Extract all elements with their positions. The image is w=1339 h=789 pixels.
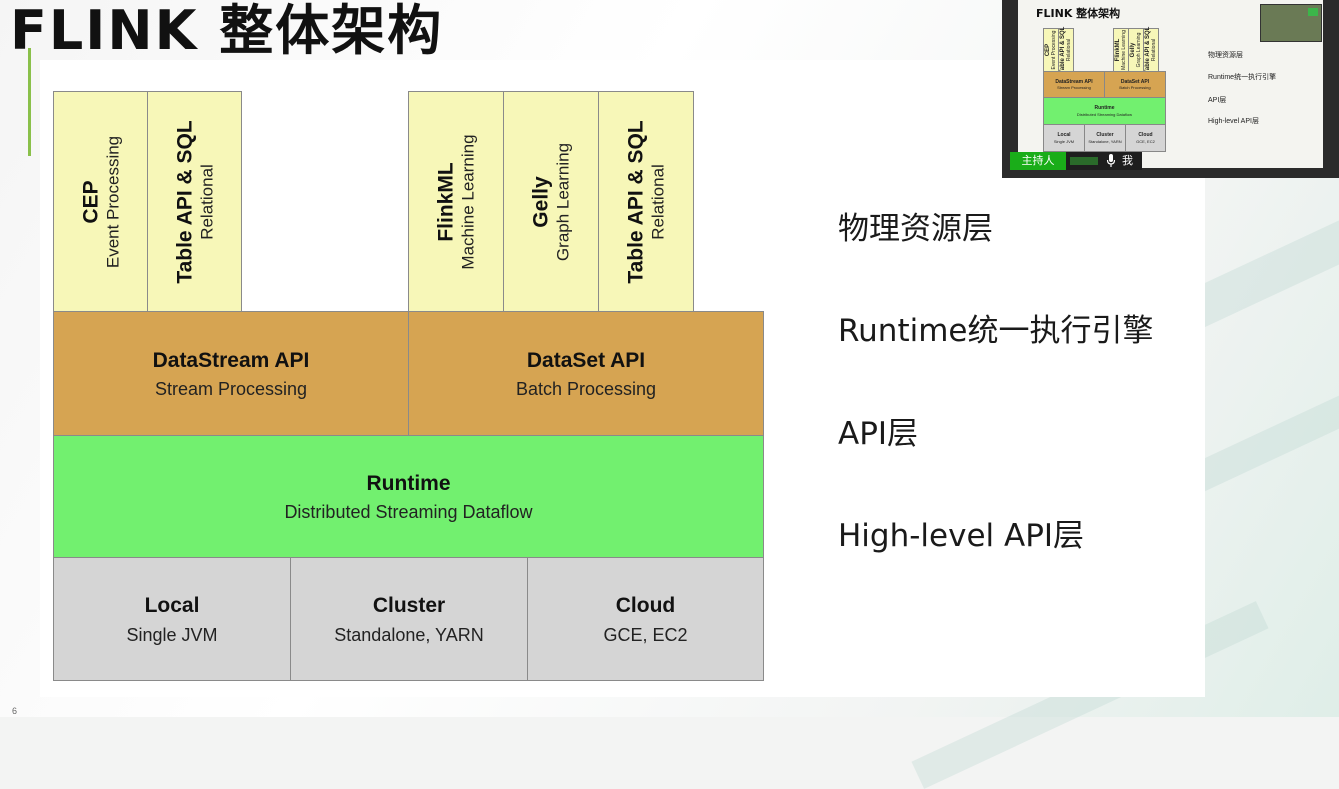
api-desc: Batch Processing	[515, 378, 657, 399]
thumbnail-presenter-video	[1260, 4, 1322, 42]
deploy-block-cloud: Cloud GCE, EC2	[527, 557, 764, 681]
thumbnail-layer-label: High-level API层	[1208, 118, 1259, 125]
deploy-name: Cluster	[372, 593, 446, 617]
api-name: DataSet API	[526, 348, 646, 372]
title-accent-bar	[28, 48, 31, 156]
layer-label-high-level-api: High-level API层	[838, 518, 1085, 554]
library-desc: Machine Learning	[458, 133, 478, 270]
library-block-gelly: Gelly Graph Learning	[503, 91, 599, 312]
participant-bar: 主持人 我	[1010, 152, 1142, 170]
mic-icon[interactable]	[1106, 154, 1116, 168]
host-badge: 主持人	[1010, 152, 1066, 170]
library-name: CEP	[79, 179, 103, 224]
page-number: 6	[12, 706, 18, 716]
library-block-table-api-left: Table API & SQL Relational	[147, 91, 242, 312]
thumbnail-layer-label: 物理资源层	[1208, 52, 1243, 59]
library-desc: Graph Learning	[553, 142, 573, 261]
library-desc: Event Processing	[102, 135, 122, 268]
deploy-block-local: Local Single JVM	[53, 557, 291, 681]
layer-label-runtime: Runtime统一执行引擎	[838, 313, 1154, 349]
library-name: Table API & SQL	[173, 119, 197, 284]
api-desc: Stream Processing	[154, 378, 308, 399]
library-block-flinkml: FlinkML Machine Learning	[408, 91, 504, 312]
background-stripe	[1183, 374, 1339, 496]
deploy-name: Cloud	[615, 593, 676, 617]
thumbnail-title: FLINK 整体架构	[1036, 7, 1121, 20]
self-label: 我	[1122, 155, 1133, 167]
runtime-desc: Distributed Streaming Dataflow	[284, 501, 533, 522]
thumbnail-video-badge	[1308, 8, 1318, 16]
api-name: DataStream API	[152, 348, 310, 372]
library-desc: Relational	[648, 163, 668, 240]
thumbnail-layer-label: API层	[1208, 97, 1227, 104]
library-block-table-api-right: Table API & SQL Relational	[598, 91, 694, 312]
library-block-cep: CEP Event Processing	[53, 91, 148, 312]
deploy-desc: GCE, EC2	[603, 624, 688, 645]
api-block-datastream: DataStream API Stream Processing	[53, 311, 409, 436]
layer-label-api: API层	[838, 416, 919, 452]
slide-title: FLINK 整体架构	[10, 0, 444, 62]
deploy-block-cluster: Cluster Standalone, YARN	[290, 557, 528, 681]
library-name: Table API & SQL	[624, 119, 648, 284]
deploy-desc: Single JVM	[126, 624, 218, 645]
deploy-name: Local	[144, 593, 200, 617]
api-block-dataset: DataSet API Batch Processing	[408, 311, 764, 436]
library-name: FlinkML	[434, 161, 458, 242]
library-desc: Relational	[196, 163, 216, 240]
speaker-indicator	[1070, 157, 1098, 165]
deploy-desc: Standalone, YARN	[334, 624, 484, 645]
layer-label-physical: 物理资源层	[838, 211, 993, 247]
library-name: Gelly	[529, 175, 553, 228]
runtime-name: Runtime	[366, 471, 451, 495]
thumbnail-layer-label: Runtime统一执行引擎	[1208, 74, 1277, 81]
runtime-block: Runtime Distributed Streaming Dataflow	[53, 435, 764, 558]
